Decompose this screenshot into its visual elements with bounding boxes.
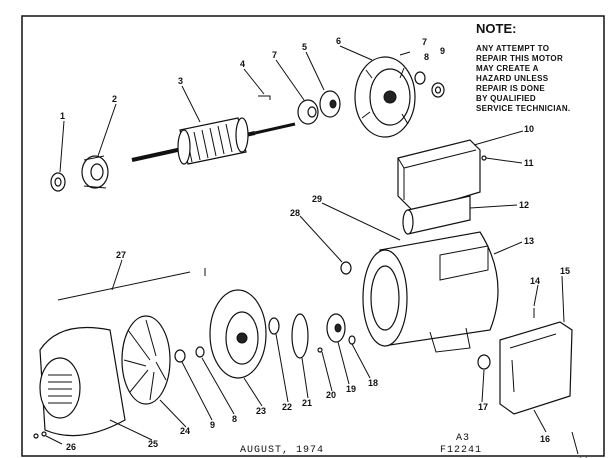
note-title: NOTE: (476, 21, 516, 36)
callout-28: 28 (290, 208, 300, 218)
callout-9b: 9 (210, 420, 215, 430)
callout-29: 29 (312, 194, 322, 204)
part-hardware-7-8-9 (399, 51, 445, 98)
svg-text:REPAIR THIS MOTOR: REPAIR THIS MOTOR (476, 54, 563, 63)
part-plug-28 (340, 261, 352, 275)
part-hardware-18-21 (291, 313, 356, 359)
callout-8: 8 (424, 52, 429, 62)
callout-23: 23 (256, 406, 266, 416)
note-body: ANY ATTEMPT TO REPAIR THIS MOTOR MAY CRE… (476, 44, 570, 113)
callout-labels: 1 2 3 4 7 5 6 7 8 9 10 11 12 13 14 15 29… (60, 36, 588, 458)
footer-code-top: A3 (456, 433, 470, 444)
part-bearing-upper (297, 99, 319, 125)
svg-text:ANY ATTEMPT TO: ANY ATTEMPT TO (476, 44, 549, 53)
callout-10: 10 (524, 124, 534, 134)
callout-1: 1 (60, 111, 65, 121)
callout-15: 15 (560, 266, 570, 276)
part-terminal-box-15-16 (499, 321, 573, 415)
callout-25: 25 (148, 439, 158, 449)
part-screws-26 (33, 431, 47, 439)
callout-7b: 7 (422, 37, 427, 47)
callout-26: 26 (66, 442, 76, 452)
part-end-bell-23 (209, 289, 267, 379)
part-bearing-5 (319, 90, 341, 118)
callout-14a: 14 (530, 276, 540, 286)
callout-27: 27 (116, 250, 126, 260)
callout-2: 2 (112, 94, 117, 104)
svg-text:REPAIR IS DONE: REPAIR IS DONE (476, 84, 545, 93)
callout-5: 5 (302, 42, 307, 52)
footer-code-bottom: F12241 (440, 445, 482, 456)
callout-4: 4 (240, 59, 245, 69)
svg-text:SERVICE TECHNICIAN.: SERVICE TECHNICIAN. (476, 104, 570, 113)
part-fan-24 (121, 315, 171, 405)
svg-text:HAZARD UNLESS: HAZARD UNLESS (476, 74, 549, 83)
part-screw-11 (481, 155, 487, 161)
part-bushing-17 (477, 354, 491, 370)
part-clip-4 (258, 95, 271, 100)
part-fan-cover-25 (39, 326, 126, 437)
part-washers-9-8 (174, 346, 205, 363)
callout-22: 22 (282, 402, 292, 412)
callout-24: 24 (180, 426, 190, 436)
callout-8b: 8 (232, 414, 237, 424)
footer-date: AUGUST, 1974 (240, 445, 324, 456)
callout-3: 3 (178, 76, 183, 86)
callout-21: 21 (302, 398, 312, 408)
callout-6: 6 (336, 36, 341, 46)
callout-14b: 14 (578, 456, 588, 458)
part-capacitor-cover-10 (397, 139, 481, 213)
callout-12: 12 (519, 200, 529, 210)
callout-9: 9 (440, 46, 445, 56)
callout-20: 20 (326, 390, 336, 400)
part-stator-housing-13 (362, 231, 499, 353)
callout-17: 17 (478, 402, 488, 412)
part-rotor-3 (131, 117, 296, 165)
diagram-border (21, 15, 605, 457)
callout-13: 13 (524, 236, 534, 246)
part-governor-2 (81, 155, 109, 189)
callout-18: 18 (368, 378, 378, 388)
part-washer-22 (268, 317, 280, 335)
part-washer-1 (50, 172, 66, 192)
svg-text:MAY CREATE A: MAY CREATE A (476, 64, 539, 73)
svg-text:BY QUALIFIED: BY QUALIFIED (476, 94, 536, 103)
callout-19: 19 (346, 384, 356, 394)
leader-lines (45, 45, 579, 455)
callout-16: 16 (540, 434, 550, 444)
part-capacitor-12 (402, 195, 471, 235)
part-tie-rod-27 (57, 268, 206, 301)
callout-11: 11 (524, 158, 534, 168)
part-end-bell-6 (354, 56, 416, 138)
callout-7a: 7 (272, 50, 277, 60)
